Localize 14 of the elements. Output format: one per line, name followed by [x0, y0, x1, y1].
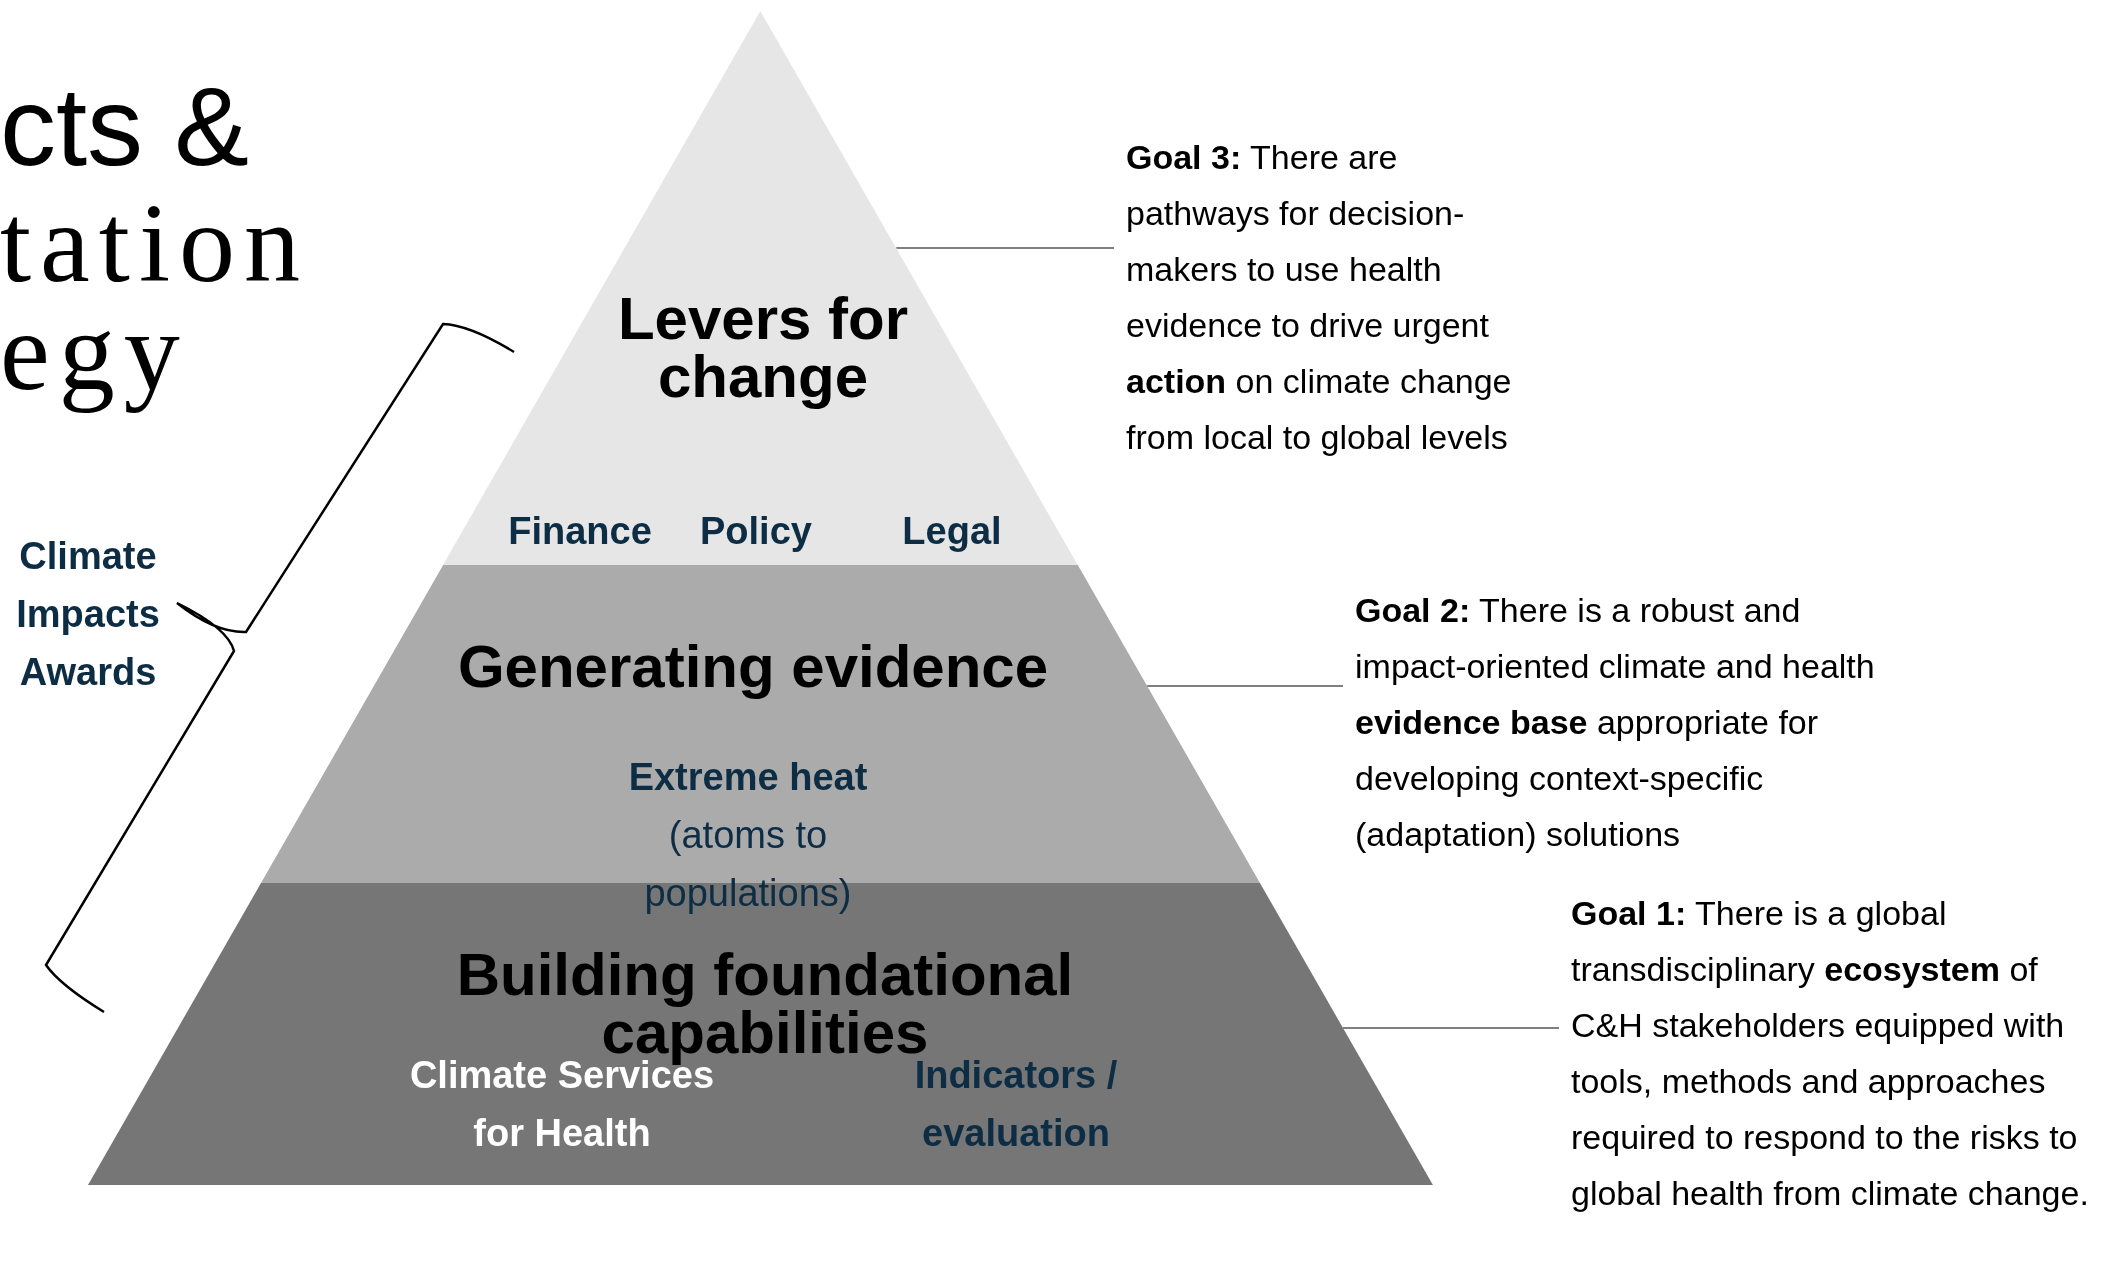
leader-line	[1342, 1027, 1560, 1029]
tier-item: (atoms to populations)	[643, 813, 853, 916]
tier-item: Extreme heat	[627, 755, 869, 800]
goal-text: Goal 3: There are pathways for decision-makers to use health evidence to drive urgent action on climate change from local to global levels	[1126, 129, 1541, 465]
bracket-label: Climate Impacts Awards	[15, 534, 161, 695]
leader-line	[1146, 685, 1344, 687]
tier-item: Finance	[507, 509, 653, 554]
pyramid-tier	[443, 11, 1078, 565]
tier-item: Legal	[901, 509, 1003, 554]
tier-item: Policy	[699, 509, 813, 554]
tier-heading: Generating evidence	[456, 632, 1050, 702]
goal-text: Goal 1: There is a global transdisciplinary ecosystem of C&H stakeholders equipped with tools, methods and approaches required to respond to the risks to global health from climate change.	[1571, 885, 2106, 1221]
goal-text: Goal 2: There is a robust and impact-oriented climate and health evidence base appropriate for developing context-specific (adaptation) solutions	[1355, 582, 1900, 862]
leader-line	[895, 247, 1115, 249]
